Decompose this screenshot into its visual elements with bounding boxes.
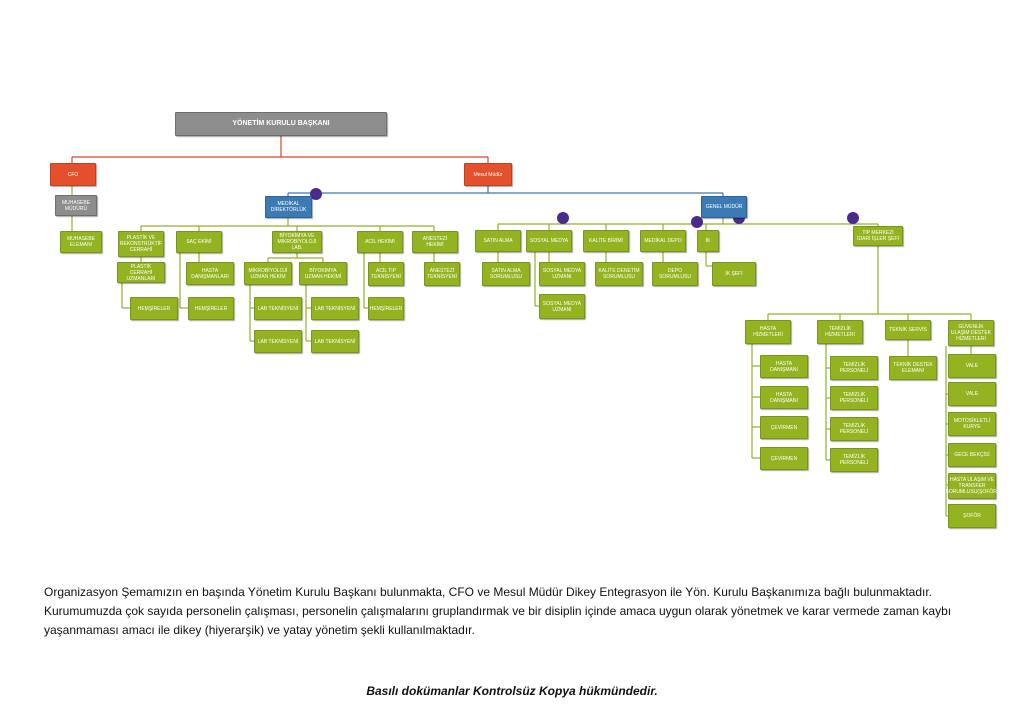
- node-hasta-danismani: HASTA DANIŞMANI: [760, 386, 808, 409]
- node-hasta-danismani: HASTA DANIŞMANI: [760, 355, 808, 378]
- node-vale: VALE: [948, 354, 996, 378]
- node-sosyal-medya-uzmani: SOSYAL MEDYA UZMANI: [539, 294, 585, 319]
- node-motosikletli-kurye: MOTOSİKLETLİ KURYE: [948, 412, 996, 436]
- node-ik: İK: [697, 230, 719, 252]
- node-depo-sorumlusu: DEPO SORUMLUSU: [652, 262, 698, 286]
- node-lab-teknisyeni: LAB TEKNİSYENİ: [311, 297, 359, 320]
- node-kalite-birimi: KALİTE BİRİMİ: [583, 230, 629, 252]
- node-medikal-direktorluk: MEDİKAL DİREKTÖRLÜK: [265, 196, 312, 218]
- node-plastik-cerrahi: PLASTİK VE REKONSTRÜKTİF CERRAHİ: [118, 231, 164, 257]
- node-lab-teknisyeni: LAB TEKNİSYENİ: [311, 330, 359, 353]
- node-acil-tip-teknisyeni: ACİL TIP TEKNİSYENİ: [368, 262, 404, 286]
- node-hasta-danismanlari: HASTA DANIŞMANLARI: [186, 262, 234, 285]
- node-sosyal-medya: SOSYAL MEDYA: [526, 230, 572, 252]
- description-text: Organizasyon Şemamızın en başında Yöneti…: [44, 583, 994, 640]
- node-cfo: CFO: [50, 163, 96, 186]
- node-temizlik-personeli: TEMİZLİK PERSONELİ: [830, 448, 878, 472]
- node-vale: VALE: [948, 382, 996, 406]
- node-yonetim-kurulu-baskani: YÖNETİM KURULU BAŞKANI: [175, 112, 387, 136]
- node-plastik-cerrahi-uzmanlari: PLASTİK CERRAHİ UZMANLARI: [117, 262, 165, 283]
- connector-dot: [310, 188, 322, 200]
- node-cevirmen: ÇEVİRMEN: [760, 447, 808, 470]
- node-anestezi-hekimi: ANESTEZİ HEKİMİ: [412, 231, 458, 253]
- node-guvenlik-ulasim-destek-hizmetleri: GÜVENLİK ULAŞIM DESTEK HİZMETLERİ: [948, 320, 994, 346]
- node-sofor: ŞOFÖR: [948, 504, 996, 528]
- node-lab-teknisyeni: LAB TEKNİSYENİ: [254, 297, 302, 320]
- node-satin-alma: SATIN ALMA: [475, 230, 521, 252]
- node-sosyal-medya-uzmani: SOSYAL MEDYA UZMANI: [539, 262, 585, 286]
- node-lab-teknisyeni: LAB TEKNİSYENİ: [254, 330, 302, 353]
- node-muhasebe-muduru: MUHASEBE MÜDÜRÜ: [55, 195, 97, 216]
- connector-dot: [557, 212, 569, 224]
- node-biyokimya-mikrobiyoloji-lab: BİYOKİMYA VE MİKROBİYOLOJİ LAB.: [272, 231, 322, 253]
- connector-dot: [847, 212, 859, 224]
- node-hemsireler: HEMŞİRELER: [188, 297, 234, 320]
- node-teknik-destek-elemani: TEKNİK DESTEK ELEMANI: [889, 356, 937, 380]
- node-anestezi-teknisyeni: ANESTEZİ TEKNİSYENİ: [424, 262, 460, 286]
- node-temizlik-personeli: TEMİZLİK PERSONELİ: [830, 417, 878, 441]
- node-mikrobiyoloji-uzman-hekim: MİKROBİYOLOJİ UZMAN HEKİM: [244, 262, 292, 285]
- node-teknik-servis: TEKNİK SERVİS: [885, 320, 931, 340]
- node-temizlik-personeli: TEMİZLİK PERSONELİ: [830, 356, 878, 380]
- node-sac-ekimi: SAÇ EKİMİ: [176, 231, 222, 253]
- node-hemsireler: HEMŞİRELER: [368, 297, 404, 320]
- node-ik-sefi: İK ŞEFİ: [712, 262, 756, 286]
- node-hemsireler: HEMŞİRELER: [130, 297, 178, 320]
- node-hasta-ulasim-transfer-sorumlusu: HASTA ULAŞIM VE TRANSFER SORUMLUSU(ŞOFÖR…: [945, 473, 999, 499]
- node-cevirmen: ÇEVİRMEN: [760, 416, 808, 439]
- node-satin-alma-sorumlusu: SATIN ALMA SORUMLUSU: [482, 262, 530, 286]
- node-acil-hekimi: ACİL HEKİMİ: [357, 231, 403, 253]
- node-tip-merkezi-idari-isler-sefi: TIP MERKEZİ İDARİ İŞLER ŞEFİ: [853, 226, 903, 246]
- node-temizlik-hizmetleri: TEMİZLİK HİZMETLERİ: [817, 320, 863, 344]
- org-chart: YÖNETİM KURULU BAŞKANI CFO Mesul Müdür M…: [50, 112, 999, 528]
- node-biyokimya-uzman-hekimi: BİYOKİMYA UZMAN HEKİMİ: [299, 262, 347, 285]
- node-medikal-depo: MEDİKAL DEPO: [640, 230, 686, 252]
- connector-lines: [71, 136, 972, 517]
- node-muhasebe-elemani: MUHASEBE ELEMANI: [60, 231, 102, 253]
- node-temizlik-personeli: TEMİZLİK PERSONELİ: [830, 386, 878, 410]
- description-line: Kurumumuzda çok sayıda personelin çalışm…: [44, 604, 952, 618]
- node-kalite-denetim-sorumlusu: KALİTE DENETİM SORUMLUSU: [595, 262, 643, 286]
- node-gece-bekcisi: GECE BEKÇİSİ: [948, 443, 996, 467]
- footer-note: Basılı dokümanlar Kontrolsüz Kopya hükmü…: [366, 684, 658, 698]
- description-line: yaşanmaması amacı ile dikey (hiyerarşik)…: [44, 623, 475, 637]
- node-mesul-mudur: Mesul Müdür: [464, 163, 512, 186]
- description-line: Organizasyon Şemamızın en başında Yöneti…: [44, 585, 933, 599]
- connector-dot: [691, 216, 703, 228]
- node-genel-mudur: GENEL MÜDÜR: [701, 196, 747, 218]
- node-hasta-hizmetleri: HASTA HİZMETLERİ: [745, 320, 791, 344]
